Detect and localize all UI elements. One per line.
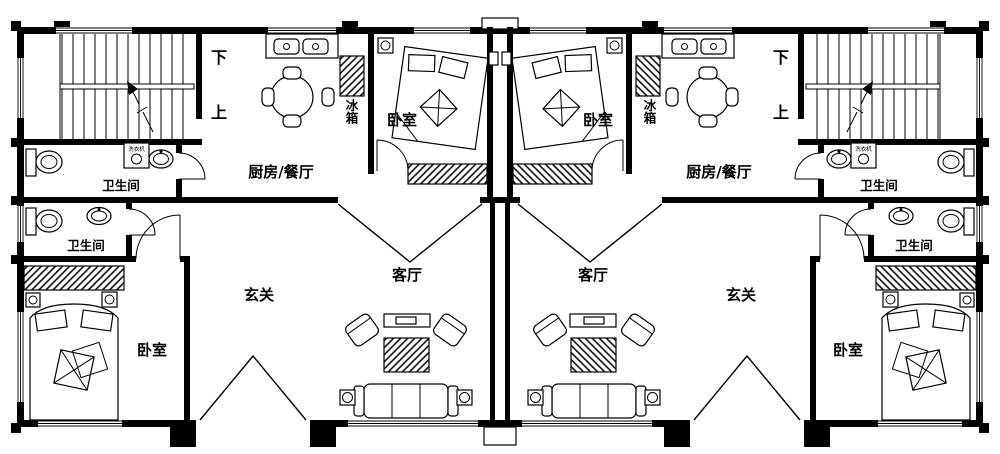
sofa-set (339, 313, 473, 419)
sofa (353, 383, 459, 419)
party-wall (480, 17, 520, 446)
label-bedroom-top-left: 卧室 (387, 111, 417, 129)
room-labels: 下 上 冰箱 洗衣机 卫生间 卫生间 厨房/餐厅 卧室 玄关 客厅 卧室 下 上… (67, 48, 933, 359)
doors (128, 139, 483, 427)
label-foyer-left: 玄关 (244, 286, 274, 304)
label-stair-down-left: 下 (211, 48, 227, 67)
unit-plan-half-mirrored (499, 20, 990, 448)
armchair (345, 313, 379, 347)
label-foyer-right: 玄关 (726, 286, 756, 304)
label-washer-right: 洗衣机 (855, 145, 872, 153)
double-door-living (337, 203, 483, 263)
window-strip (407, 163, 488, 185)
label-bathroom-lower-right: 卫生间 (895, 238, 933, 253)
label-stair-up-right: 上 (773, 103, 789, 122)
windows (17, 27, 488, 427)
side-table (339, 389, 356, 406)
label-fridge-left: 冰箱 (344, 98, 359, 125)
wardrobe (23, 265, 125, 291)
kitchen-counter (265, 33, 339, 59)
window (268, 27, 336, 34)
side-table (456, 389, 473, 406)
label-stair-down-right: 下 (773, 48, 789, 67)
interior-walls (17, 27, 374, 424)
label-washer-left: 洗衣机 (128, 145, 145, 153)
porch-column (170, 425, 196, 447)
label-bathroom-lower-left: 卫生间 (67, 238, 105, 253)
washing-machine (123, 142, 150, 169)
window (17, 312, 24, 402)
window (56, 27, 132, 34)
door-arc-bathroom-upper (178, 152, 206, 180)
toilet (25, 207, 63, 236)
nightstand (25, 292, 41, 308)
label-living-left: 客厅 (391, 266, 422, 284)
nightstand (101, 291, 118, 308)
label-stair-up-left: 上 (211, 103, 227, 122)
armchair (433, 313, 467, 347)
bathroom-lower-fixtures (25, 206, 112, 236)
window (17, 58, 24, 118)
double-bed-bottom (29, 303, 119, 421)
label-kitchen-right: 厨房/餐厅 (686, 163, 751, 181)
label-fridge-right: 冰箱 (642, 98, 657, 125)
label-bedroom-bottom-left: 卧室 (137, 341, 167, 359)
window (38, 420, 122, 427)
sink (148, 149, 174, 169)
window (348, 420, 478, 427)
label-bathroom-upper-right: 卫生间 (860, 178, 898, 193)
window (414, 27, 470, 34)
door-arc-bathroom-lower (128, 208, 156, 236)
nightstand (377, 37, 394, 54)
pilasters (11, 21, 358, 447)
sink (86, 206, 112, 226)
stair-direction-arrow (127, 81, 154, 133)
door-arc-bedroom-top (376, 139, 409, 172)
entrance-double-door (196, 354, 310, 427)
toilet (25, 148, 63, 177)
coffee-table (383, 337, 430, 373)
label-bedroom-bottom-right: 卧室 (833, 341, 863, 359)
unit-plan-half (11, 21, 500, 447)
double-bed-top (391, 45, 489, 151)
staircase (59, 34, 195, 139)
bathroom-upper-fixtures (25, 142, 174, 177)
dining-table (261, 66, 335, 128)
porch-column (310, 425, 336, 447)
window (17, 206, 24, 242)
refrigerator (339, 55, 365, 97)
label-bedroom-top-right: 卧室 (583, 111, 613, 129)
door-arc-bedroom-bottom (135, 214, 181, 260)
label-living-right: 客厅 (577, 266, 608, 284)
label-bathroom-upper-left: 卫生间 (102, 178, 140, 193)
label-kitchen-left: 厨房/餐厅 (248, 163, 313, 181)
